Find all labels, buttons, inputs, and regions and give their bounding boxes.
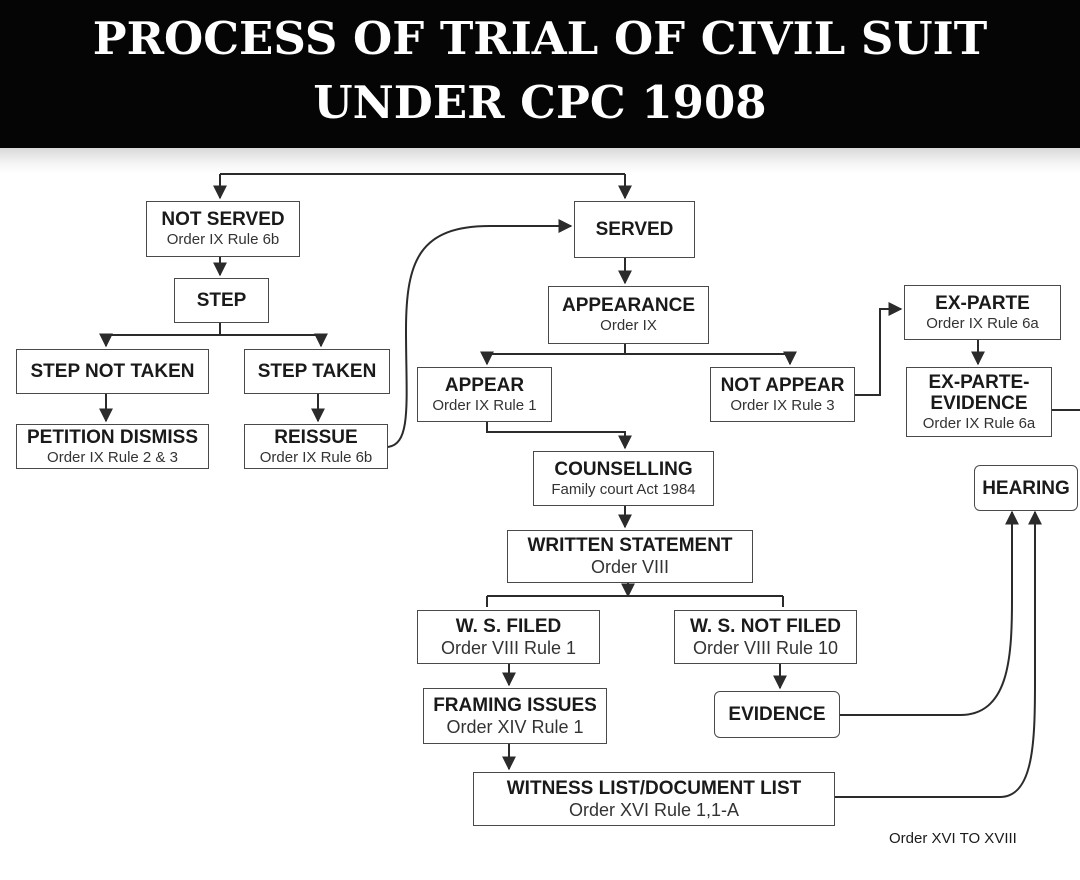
connector-step-split (106, 323, 321, 336)
node-written-statement-sub: Order VIII (590, 557, 670, 577)
node-step-title: STEP (196, 290, 247, 311)
title-line-1: PROCESS OF TRIAL OF CIVIL SUIT (92, 12, 988, 65)
node-written-statement: WRITTEN STATEMENT Order VIII (507, 530, 753, 583)
footnote: Order XVI TO XVIII (889, 830, 1017, 847)
node-framing-issues-sub: Order XIV Rule 1 (446, 716, 584, 737)
node-petition-dismiss-sub: Order IX Rule 2 & 3 (47, 448, 178, 466)
node-not-appear-title: NOT APPEAR (720, 374, 845, 396)
node-framing-issues: FRAMING ISSUES Order XIV Rule 1 (423, 688, 607, 744)
node-ws-filed-sub: Order VIII Rule 1 (440, 637, 577, 658)
title-banner: PROCESS OF TRIAL OF CIVIL SUIT UNDER CPC… (0, 0, 1080, 148)
node-reissue: REISSUE Order IX Rule 6b (244, 424, 388, 469)
node-not-served-title: NOT SERVED (161, 209, 285, 230)
node-reissue-sub: Order IX Rule 6b (259, 448, 373, 466)
node-ex-parte-evidence-sub: Order IX Rule 6a (922, 414, 1036, 432)
node-counselling-sub: Family court Act 1984 (551, 480, 696, 498)
node-hearing-title: HEARING (982, 477, 1070, 499)
node-ws-not-filed: W. S. NOT FILED Order VIII Rule 10 (674, 610, 857, 664)
node-not-served-sub: Order IX Rule 6b (166, 231, 280, 248)
curve-evidence-to-hearing (840, 510, 1019, 716)
connector-appearance-split (487, 344, 790, 355)
divider-band (0, 148, 1080, 174)
node-evidence: EVIDENCE (714, 691, 840, 738)
node-witness-list-sub: Order XVI Rule 1,1-A (568, 799, 740, 820)
node-witness-list-title: WITNESS LIST/DOCUMENT LIST (506, 777, 802, 799)
connector-ws-split (486, 583, 784, 607)
node-ex-parte-evidence-title-1: EX-PARTE- (928, 371, 1030, 393)
node-ex-parte-sub: Order IX Rule 6a (926, 314, 1039, 332)
node-appearance-sub: Order IX (600, 317, 657, 334)
curve-witness-list-to-hearing (835, 510, 1042, 798)
node-counselling: COUNSELLING Family court Act 1984 (533, 451, 714, 506)
connector-not-appear-to-ex-parte (855, 302, 903, 396)
node-petition-dismiss: PETITION DISMISS Order IX Rule 2 & 3 (16, 424, 209, 469)
node-step: STEP (174, 278, 269, 323)
node-framing-issues-title: FRAMING ISSUES (433, 694, 597, 716)
node-ws-not-filed-title: W. S. NOT FILED (690, 615, 841, 637)
node-appearance: APPEARANCE Order IX (548, 286, 709, 344)
node-counselling-title: COUNSELLING (554, 458, 693, 480)
node-witness-list: WITNESS LIST/DOCUMENT LIST Order XVI Rul… (473, 772, 835, 826)
node-ex-parte-title: EX-PARTE (935, 292, 1030, 314)
node-appear: APPEAR Order IX Rule 1 (417, 367, 552, 422)
node-step-not-taken: STEP NOT TAKEN (16, 349, 209, 394)
node-appear-sub: Order IX Rule 1 (432, 396, 537, 414)
node-ex-parte: EX-PARTE Order IX Rule 6a (904, 285, 1061, 340)
node-ws-not-filed-sub: Order VIII Rule 10 (692, 637, 839, 658)
node-ex-parte-evidence: EX-PARTE- EVIDENCE Order IX Rule 6a (906, 367, 1052, 437)
node-appearance-title: APPEARANCE (561, 295, 696, 316)
node-reissue-title: REISSUE (274, 426, 358, 448)
node-appear-title: APPEAR (444, 374, 525, 396)
node-step-taken-title: STEP TAKEN (257, 361, 377, 382)
node-ws-filed: W. S. FILED Order VIII Rule 1 (417, 610, 600, 664)
node-step-not-taken-title: STEP NOT TAKEN (30, 361, 195, 382)
node-not-appear-sub: Order IX Rule 3 (730, 396, 835, 414)
node-written-statement-title: WRITTEN STATEMENT (527, 535, 733, 556)
node-step-taken: STEP TAKEN (244, 349, 390, 394)
node-not-served: NOT SERVED Order IX Rule 6b (146, 201, 300, 257)
connector-appear-to-counselling (486, 422, 632, 450)
node-served-title: SERVED (595, 219, 674, 240)
node-evidence-title: EVIDENCE (728, 704, 826, 725)
node-served: SERVED (574, 201, 695, 258)
node-petition-dismiss-title: PETITION DISMISS (26, 426, 199, 448)
node-ex-parte-evidence-title-2: EVIDENCE (930, 392, 1028, 414)
title-line-2: UNDER CPC 1908 (313, 76, 767, 129)
node-ws-filed-title: W. S. FILED (455, 615, 562, 637)
node-not-appear: NOT APPEAR Order IX Rule 3 (710, 367, 855, 422)
curve-reissue-to-served (387, 219, 573, 448)
node-hearing: HEARING (974, 465, 1078, 511)
